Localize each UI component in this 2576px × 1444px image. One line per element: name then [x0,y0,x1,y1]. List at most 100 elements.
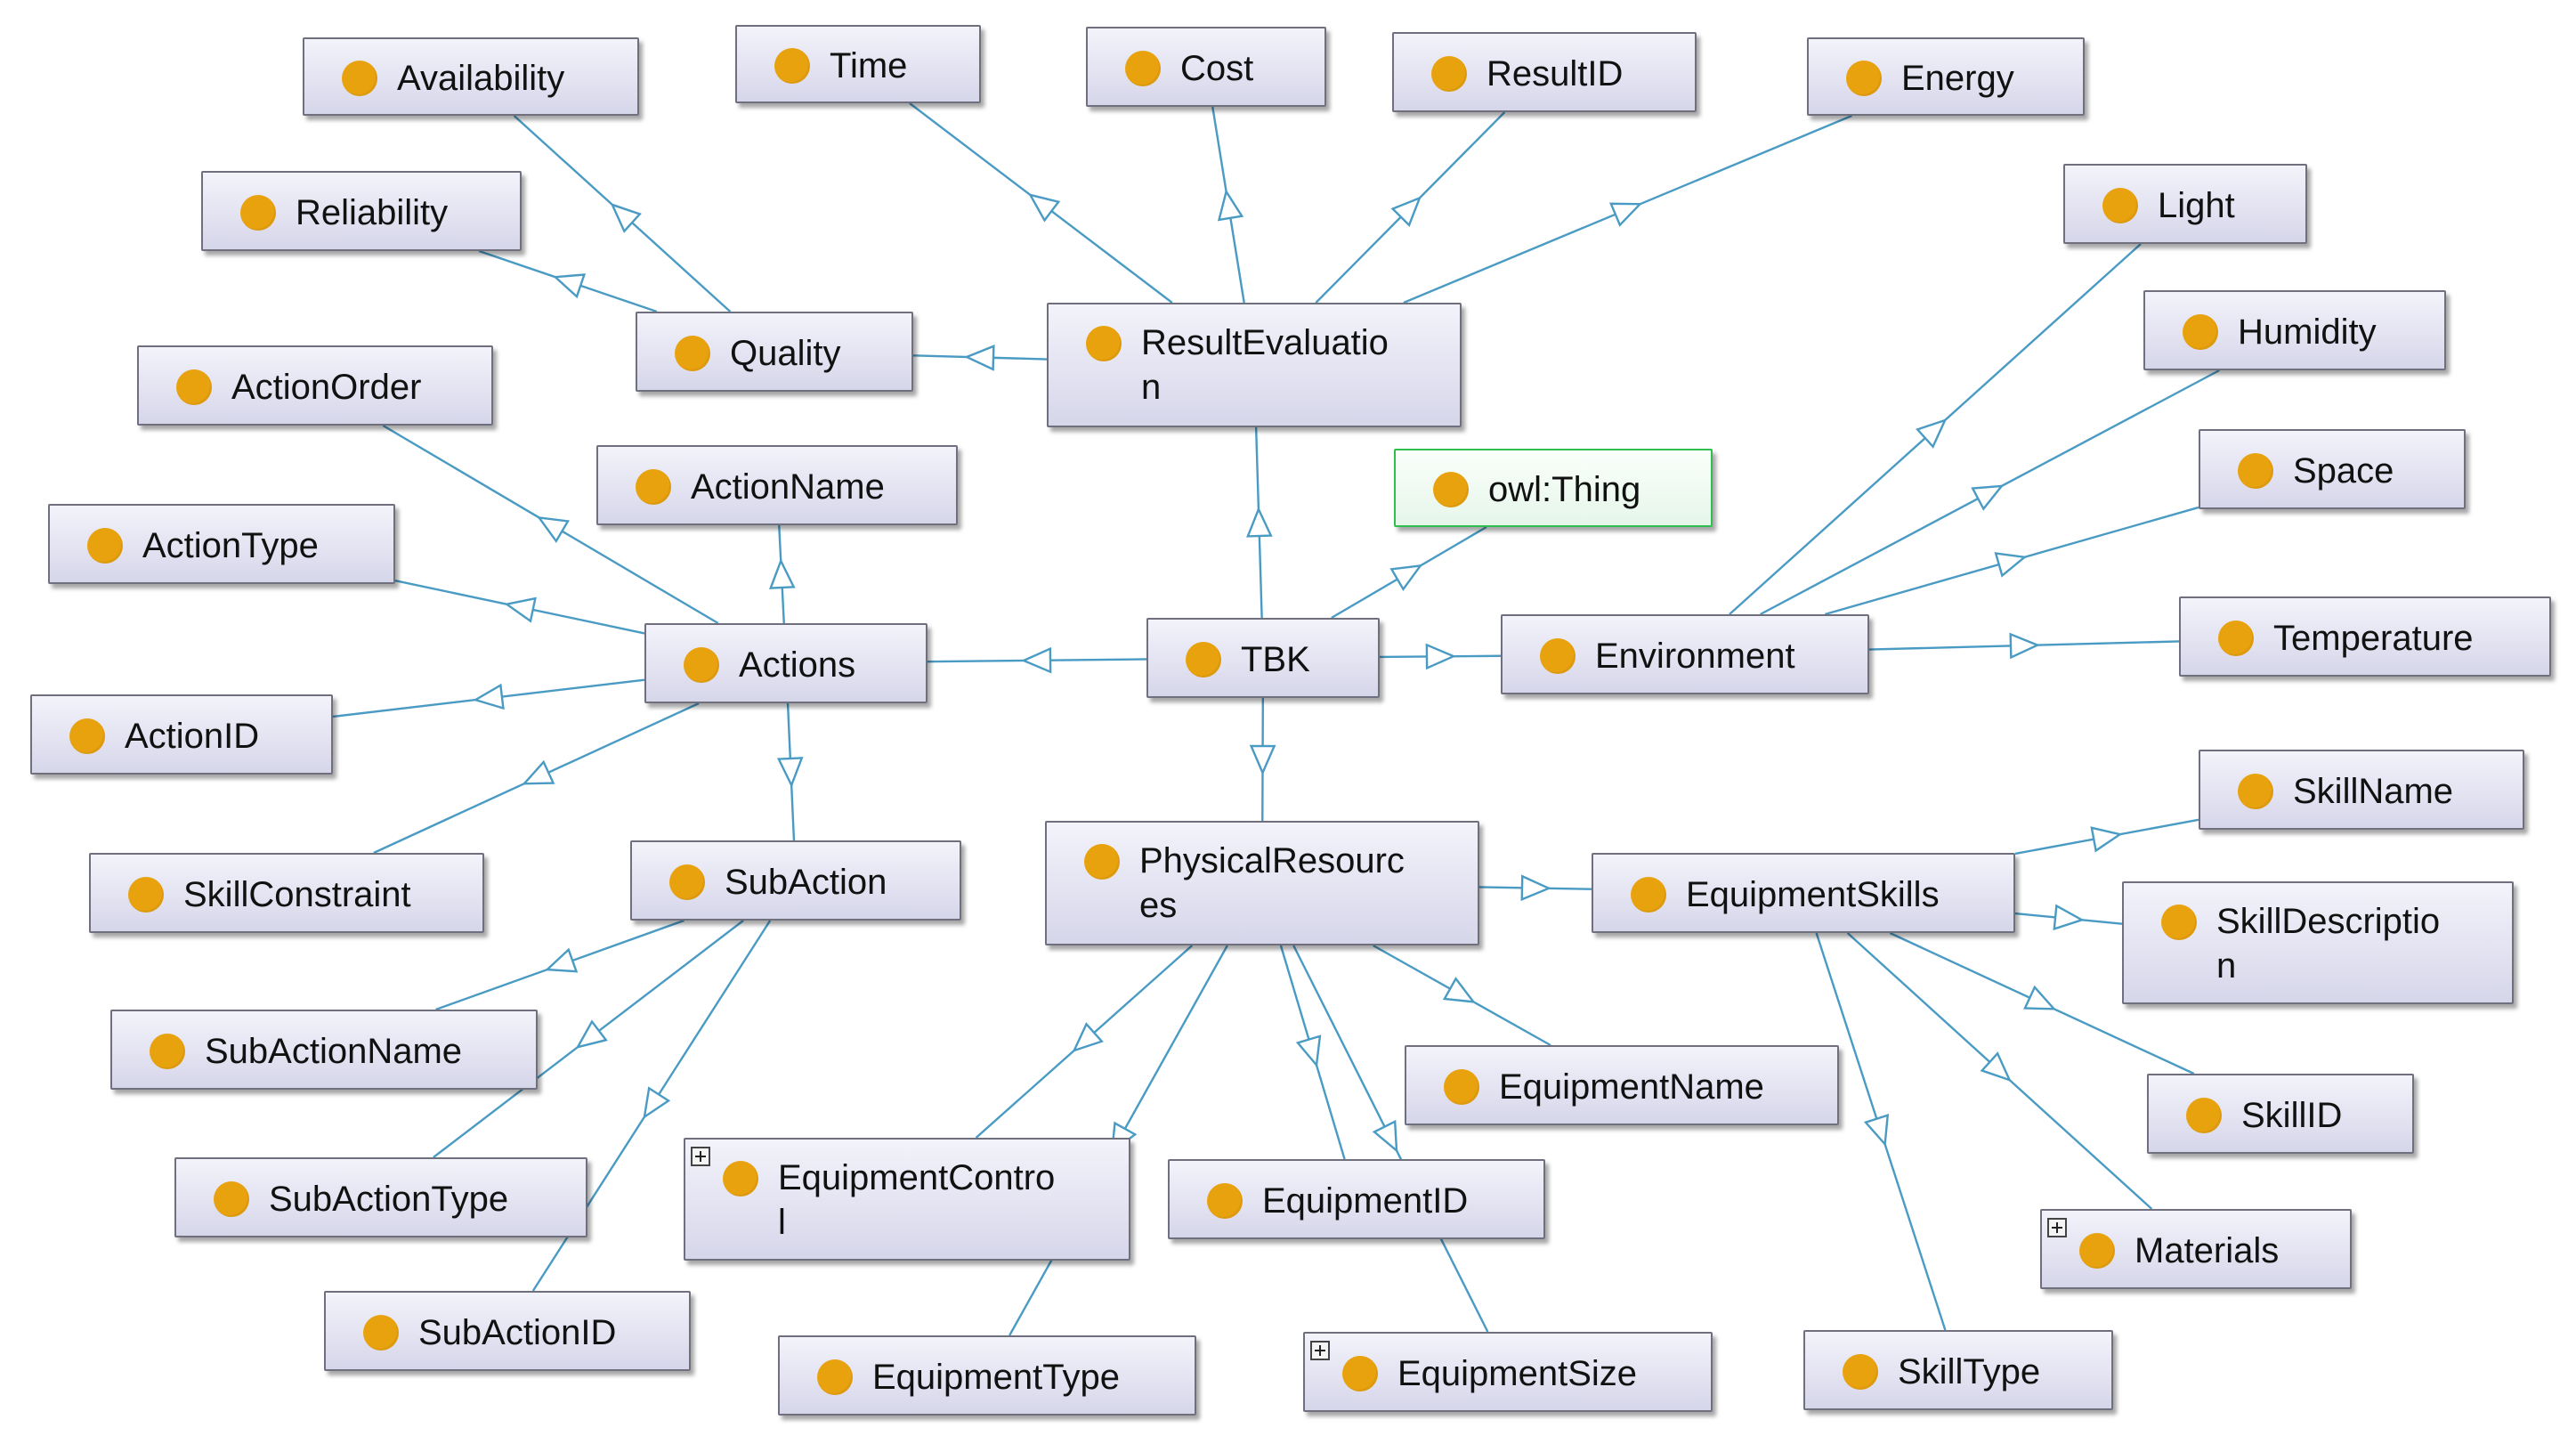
edge-arrowhead [536,515,570,544]
class-label: owl:Thing [1488,470,1641,509]
class-node-sub-action-name[interactable]: SubActionName [110,1010,538,1090]
edge-sub-action-to-sub-action-name [435,919,685,1011]
class-node-action-id[interactable]: ActionID [30,694,333,775]
class-node-skill-name[interactable]: SkillName [2199,750,2524,830]
edge-arrowhead [1389,564,1423,591]
class-label: EquipmentType [872,1358,1120,1397]
class-dot-icon [1631,877,1666,913]
class-label: SkillDescriptio n [2216,902,2441,986]
edge-result-evaluation-to-result-id [1315,111,1506,304]
class-dot-icon [675,336,710,371]
class-node-reliability[interactable]: Reliability [201,171,522,251]
edge-tbk-to-actions [927,646,1147,674]
class-node-equipment-control[interactable]: EquipmentContro l [684,1138,1130,1261]
class-node-light[interactable]: Light [2063,164,2307,244]
edge-actions-to-action-type [394,580,645,635]
class-node-action-name[interactable]: ActionName [596,445,958,525]
class-dot-icon [817,1359,853,1395]
class-node-owl-thing[interactable]: owl:Thing [1394,449,1713,527]
class-node-space[interactable]: Space [2199,429,2466,509]
class-label: Temperature [2273,619,2474,658]
edge-arrowhead [1246,506,1273,538]
class-node-actions[interactable]: Actions [644,623,928,703]
edge-arrowhead [1980,1051,2012,1083]
class-node-skill-type[interactable]: SkillType [1803,1330,2113,1410]
class-node-temperature[interactable]: Temperature [2179,596,2551,677]
class-dot-icon [2079,1233,2115,1269]
edge-arrowhead [575,1019,608,1049]
expand-plus-icon[interactable] [691,1147,710,1166]
edge-arrowhead [522,759,555,785]
class-label: Actions [739,645,856,685]
class-label: Cost [1180,49,1254,88]
edge-quality-to-reliability [478,249,658,313]
class-node-equipment-id[interactable]: EquipmentID [1168,1159,1545,1239]
class-dot-icon [363,1315,399,1351]
class-node-equipment-skills[interactable]: EquipmentSkills [1592,853,2015,933]
class-node-sub-action-id[interactable]: SubActionID [324,1291,691,1371]
class-node-availability[interactable]: Availability [303,37,639,116]
edge-tbk-to-environment [1379,643,1502,670]
class-node-quality[interactable]: Quality [636,312,913,392]
class-node-time[interactable]: Time [735,25,981,103]
class-label: Quality [730,334,841,373]
edge-arrowhead [545,947,579,973]
class-node-action-order[interactable]: ActionOrder [137,345,493,426]
class-node-result-id[interactable]: ResultID [1392,32,1697,112]
class-label: ResultID [1486,54,1624,93]
class-node-cost[interactable]: Cost [1086,27,1326,107]
class-label: EquipmentID [1262,1181,1469,1221]
edge-environment-to-temperature [1868,632,2180,660]
edge-arrowhead [473,683,505,710]
class-node-materials[interactable]: Materials [2040,1209,2352,1289]
edge-arrowhead [1425,643,1457,670]
class-node-physical-resources[interactable]: PhysicalResourc es [1045,821,1479,945]
class-label: TBK [1241,640,1310,679]
class-label: Energy [1901,59,2014,98]
class-dot-icon [669,864,705,900]
edge-arrowhead [2090,826,2123,853]
edge-equipment-skills-to-skill-id [1889,931,2195,1075]
class-node-action-type[interactable]: ActionType [48,504,395,584]
class-node-sub-action-type[interactable]: SubActionType [174,1157,587,1237]
class-dot-icon [684,647,719,683]
expand-plus-icon[interactable] [2047,1218,2067,1237]
class-dot-icon [2161,905,2197,940]
class-node-result-evaluation[interactable]: ResultEvaluatio n [1047,303,1462,427]
class-label: SubActionType [269,1180,509,1219]
class-label: SkillID [2241,1096,2343,1135]
expand-plus-icon[interactable] [1310,1341,1330,1360]
class-dot-icon [774,48,810,84]
class-node-skill-description[interactable]: SkillDescriptio n [2122,881,2514,1004]
class-node-skill-id[interactable]: SkillID [2147,1074,2414,1154]
class-node-equipment-name[interactable]: EquipmentName [1405,1045,1839,1125]
edge-arrowhead [643,1086,671,1120]
class-dot-icon [1433,472,1469,507]
class-node-energy[interactable]: Energy [1807,37,2085,116]
edge-arrowhead [1217,189,1244,222]
edge-quality-to-availability [513,115,732,312]
edge-arrowhead [776,757,804,788]
class-node-skill-constraint[interactable]: SkillConstraint [89,853,484,933]
class-node-humidity[interactable]: Humidity [2143,290,2446,370]
class-dot-icon [2102,188,2138,223]
class-dot-icon [1846,61,1882,96]
class-label: ActionType [142,526,319,565]
class-label: EquipmentContro l [778,1158,1056,1242]
class-node-equipment-size[interactable]: EquipmentSize [1303,1332,1713,1412]
edge-physical-resources-to-equipment-name [1372,944,1551,1047]
class-node-environment[interactable]: Environment [1501,614,1869,694]
class-label: Space [2293,451,2394,491]
class-dot-icon [1342,1356,1378,1391]
edge-tbk-to-physical-resources [1249,697,1276,822]
class-label: SubAction [725,863,887,902]
edge-result-evaluation-to-time [909,102,1173,304]
class-node-equipment-type[interactable]: EquipmentType [778,1335,1196,1416]
edge-actions-to-action-name [768,524,796,624]
edge-tbk-to-result-evaluation [1246,426,1273,619]
edge-arrowhead [610,202,642,233]
edge-arrowhead [1442,977,1476,1003]
class-node-sub-action[interactable]: SubAction [630,840,961,921]
class-node-tbk[interactable]: TBK [1146,618,1380,698]
class-dot-icon [240,195,276,231]
